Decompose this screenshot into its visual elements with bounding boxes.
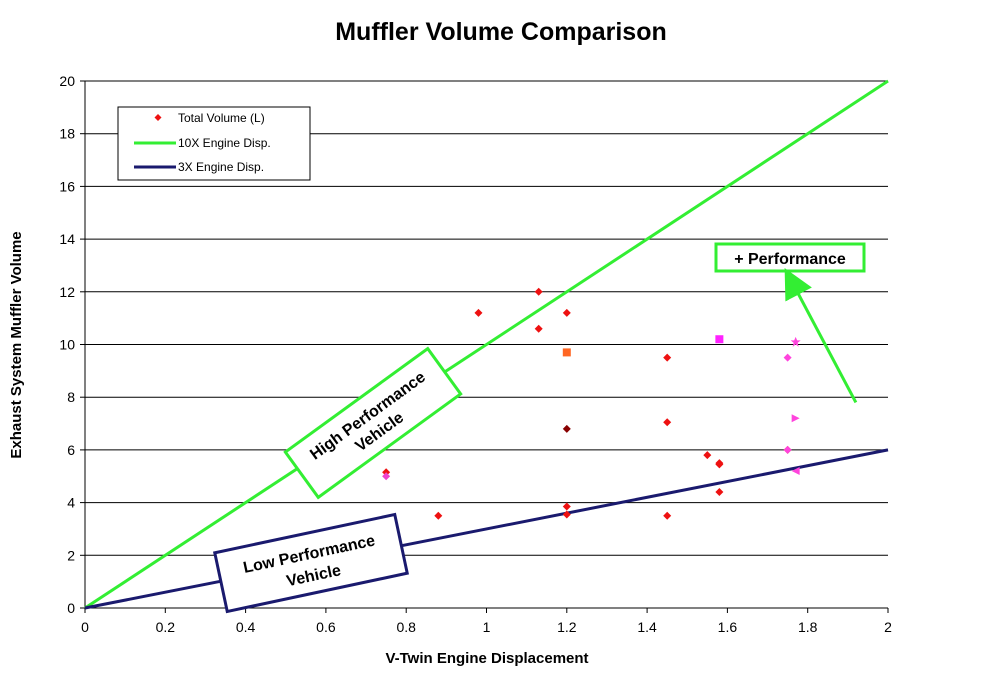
x-tick-label: 0.6 (316, 619, 336, 635)
y-axis-label: Exhaust System Muffler Volume (8, 231, 25, 458)
data-point-extra (562, 348, 571, 357)
data-point-extra (790, 336, 801, 347)
data-point (663, 353, 672, 362)
y-tick-label: 10 (59, 337, 75, 353)
data-point-extra (783, 353, 792, 362)
x-tick-label: 1.4 (637, 619, 657, 635)
x-tick-label: 1.6 (718, 619, 738, 635)
legend-marker-total-volume (154, 114, 162, 121)
data-point (434, 511, 443, 520)
y-tick-label: 0 (67, 600, 75, 616)
y-tick-label: 2 (67, 547, 75, 563)
x-tick-label: 0 (81, 619, 89, 635)
series-lines (84, 79, 889, 610)
annotation-low-performance: Low Performance Vehicle (212, 512, 410, 614)
y-tick-label: 4 (67, 495, 75, 511)
legend-label-total-volume: Total Volume (L) (178, 111, 265, 125)
x-tick-label: 0.8 (396, 619, 416, 635)
legend: Total Volume (L) 10X Engine Disp. 3X Eng… (117, 106, 311, 181)
data-points (382, 287, 801, 520)
data-point-extra (715, 335, 724, 344)
x-tick-label: 2 (884, 619, 892, 635)
data-point-extra (783, 445, 792, 454)
data-point (562, 510, 571, 519)
data-point-extra (562, 424, 571, 433)
x-axis-label: V-Twin Engine Displacement (385, 650, 588, 667)
annotation-plus-performance: + Performance (714, 242, 866, 273)
data-point (663, 418, 672, 427)
annotation-low-performance-box (212, 512, 410, 614)
y-tick-label: 18 (59, 126, 75, 142)
data-point-extra (791, 414, 800, 423)
x-tick-label: 0.2 (156, 619, 176, 635)
legend-label-10x: 10X Engine Disp. (178, 136, 271, 150)
data-point (534, 287, 543, 296)
annotation-high-performance: High Performance Vehicle (283, 346, 463, 500)
annotation-high-performance-box (283, 346, 463, 500)
data-point-extra (382, 472, 391, 481)
x-tick-labels: 0 0.2 0.4 0.6 0.8 1 1.2 1.4 1.6 1.8 2 (81, 619, 892, 635)
y-tick-label: 6 (67, 442, 75, 458)
x-tick-label: 1.2 (557, 619, 577, 635)
series-line (84, 79, 889, 610)
axes (80, 80, 889, 613)
data-point (474, 308, 483, 317)
data-point (715, 488, 724, 497)
x-tick-label: 0.4 (236, 619, 256, 635)
data-point (562, 308, 571, 317)
data-point-extra (791, 466, 800, 475)
y-tick-label: 14 (59, 231, 75, 247)
performance-arrow (784, 268, 858, 404)
data-point (534, 324, 543, 333)
y-tick-label: 12 (59, 284, 75, 300)
annotation-plus-performance-label: + Performance (734, 251, 846, 268)
y-tick-label: 20 (59, 73, 75, 89)
series-line (84, 448, 889, 610)
y-tick-labels: 0 2 4 6 8 10 12 14 16 18 20 (59, 73, 75, 616)
chart-title: Muffler Volume Comparison (335, 18, 667, 46)
data-point (703, 451, 712, 460)
legend-label-3x: 3X Engine Disp. (178, 160, 264, 174)
y-tick-label: 16 (59, 178, 75, 194)
annotation-plus-performance-box (714, 242, 866, 273)
x-tick-label: 1.8 (798, 619, 818, 635)
y-tick-label: 8 (67, 389, 75, 405)
data-point (715, 460, 724, 469)
data-point (663, 511, 672, 520)
data-point (562, 502, 571, 511)
x-tick-label: 1 (483, 619, 491, 635)
